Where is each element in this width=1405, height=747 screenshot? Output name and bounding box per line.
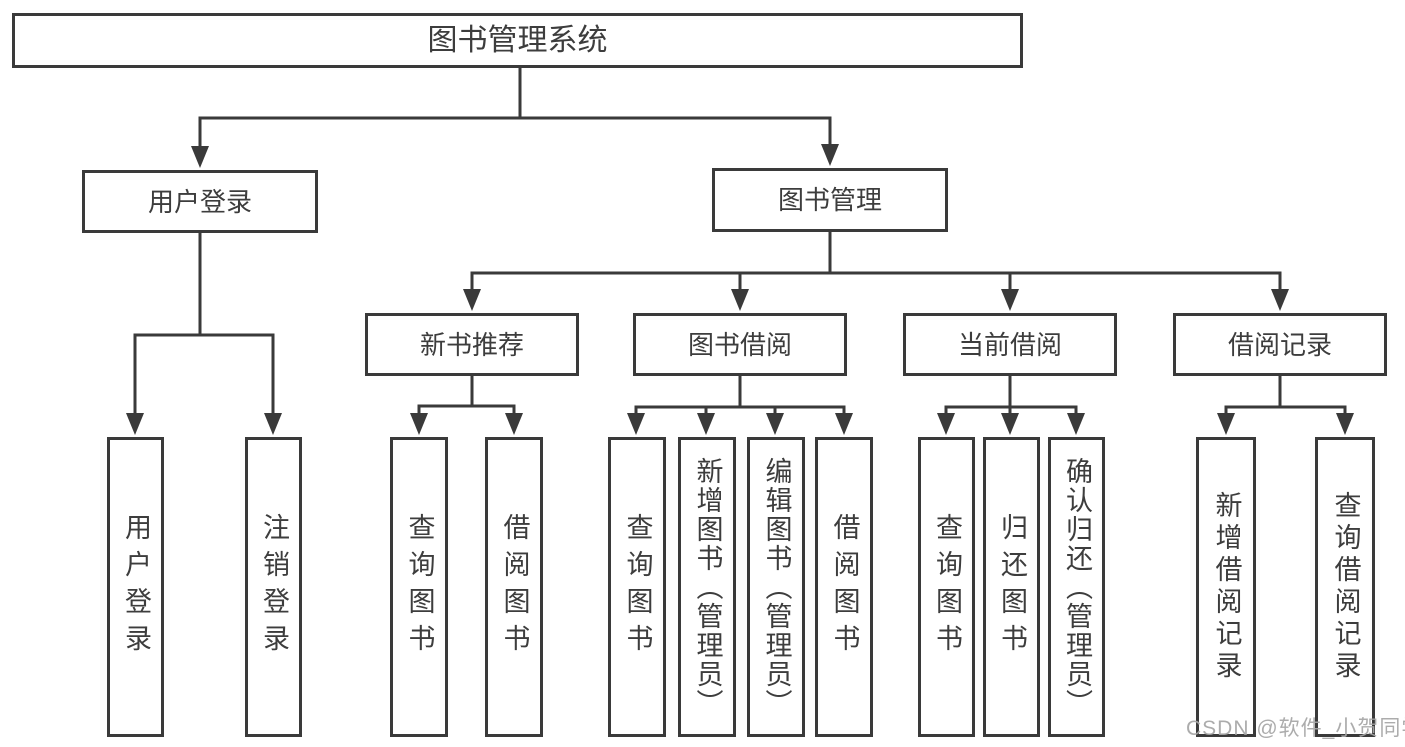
leaf-logout: 注销登录 (245, 437, 302, 737)
node-book-management: 图书管理 (712, 168, 948, 232)
leaf-add-borrow-record: 新增借阅记录 (1196, 437, 1256, 737)
leaf-return-book: 归还图书 (983, 437, 1040, 737)
leaf-label: 查询图书 (932, 513, 962, 661)
leaf-query-books-borrow: 查询图书 (608, 437, 666, 737)
leaf-label: 注销登录 (259, 513, 289, 661)
leaf-query-books-newbook: 查询图书 (390, 437, 448, 737)
node-borrowing-records: 借阅记录 (1173, 313, 1387, 376)
leaf-borrow-books-borrow: 借阅图书 (815, 437, 873, 737)
leaf-label: 新增借阅记录 (1211, 491, 1242, 683)
leaf-label: 编辑图书（管理员） (761, 456, 792, 718)
leaf-label: 查询借阅记录 (1330, 491, 1361, 683)
csdn-watermark: CSDN @软件_小贺同学 (1186, 717, 1405, 740)
leaf-label: 借阅图书 (829, 513, 860, 661)
leaf-label: 确认归还（管理员） (1062, 456, 1092, 718)
leaf-borrow-books-newbook: 借阅图书 (485, 437, 543, 737)
leaf-user-login: 用户登录 (107, 437, 164, 737)
leaf-label: 用户登录 (121, 513, 151, 661)
node-user-login: 用户登录 (82, 170, 318, 233)
leaf-confirm-return-admin: 确认归还（管理员） (1048, 437, 1105, 737)
leaf-label: 查询图书 (404, 513, 435, 661)
leaf-label: 归还图书 (997, 513, 1027, 661)
node-new-book-recommendation: 新书推荐 (365, 313, 579, 376)
leaf-label: 新增图书（管理员） (692, 456, 723, 718)
node-library-management-system: 图书管理系统 (12, 13, 1023, 68)
leaf-label: 借阅图书 (499, 513, 530, 661)
leaf-query-books-current: 查询图书 (918, 437, 975, 737)
leaf-label: 查询图书 (622, 513, 653, 661)
node-book-borrowing: 图书借阅 (633, 313, 847, 376)
node-current-borrowing: 当前借阅 (903, 313, 1117, 376)
leaf-query-borrow-record: 查询借阅记录 (1315, 437, 1375, 737)
leaf-add-book-admin: 新增图书（管理员） (678, 437, 736, 737)
leaf-edit-book-admin: 编辑图书（管理员） (747, 437, 805, 737)
